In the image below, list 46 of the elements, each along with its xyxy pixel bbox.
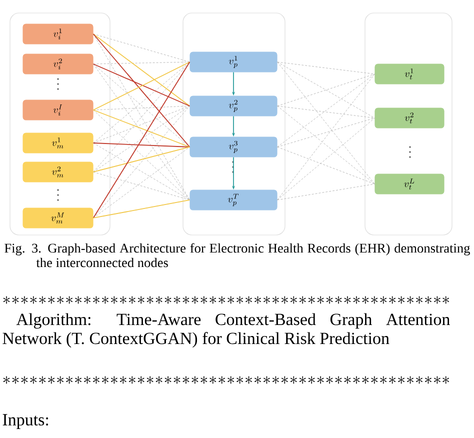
- connector: [277, 74, 375, 106]
- node-box: $v_p^T$: [190, 190, 278, 210]
- connector: [277, 146, 375, 184]
- section-heading: Inputs:: [2, 414, 48, 429]
- connector: [93, 106, 190, 218]
- node-box: $v_m^M$: [22, 208, 94, 228]
- node-box: $v_t^L$: [374, 174, 444, 194]
- connector: [92, 34, 190, 106]
- node-box: $v_i^1$: [22, 24, 94, 44]
- connector: [93, 106, 190, 172]
- connector: [277, 62, 375, 74]
- connector: [277, 62, 375, 184]
- connector: [93, 106, 190, 110]
- connector: [277, 106, 375, 184]
- node-box: $v_m^2$: [22, 162, 94, 182]
- connector: [277, 62, 375, 118]
- connector: [277, 118, 375, 200]
- connector: [93, 172, 190, 200]
- asterisk-rule: $**************************************************$: [3, 376, 450, 384]
- connector: [277, 74, 375, 148]
- figure-caption: Fig. 3. Graph-based Architecture for Electronic Health Records (EHR) demonstrating the interconnected nodes: [4, 243, 470, 268]
- connector: [92, 142, 190, 148]
- connector: [93, 34, 190, 62]
- connector: [92, 146, 190, 172]
- node-box: $v_t^1$: [374, 64, 444, 84]
- connector: [93, 110, 190, 200]
- node-box: $v_i^I$: [22, 100, 94, 120]
- node-box: $v_i^2$: [22, 54, 94, 74]
- connector: [93, 62, 190, 64]
- connector: [277, 118, 375, 148]
- node-box: $v_p^2$: [190, 96, 278, 116]
- node-box: $v_p^1$: [190, 52, 278, 72]
- connector: [92, 34, 190, 148]
- connector: [92, 200, 190, 218]
- node-box: $v_m^1$: [22, 132, 94, 154]
- node-box: $v_p^3$: [190, 136, 278, 158]
- connector: [93, 142, 190, 200]
- connector: [277, 106, 375, 118]
- connector: [277, 184, 375, 200]
- connector: [93, 34, 190, 200]
- asterisk-rule: $**************************************************$: [3, 296, 450, 304]
- node-box: $v_t^2$: [374, 108, 444, 128]
- connector: [93, 62, 190, 172]
- connector: [277, 74, 375, 200]
- connector: [93, 146, 190, 218]
- algorithm-title: Algorithm: Time-Aware Context-Based Graph Attention Network (T. ContextGGAN) for Clinical Risk Prediction: [2, 313, 450, 348]
